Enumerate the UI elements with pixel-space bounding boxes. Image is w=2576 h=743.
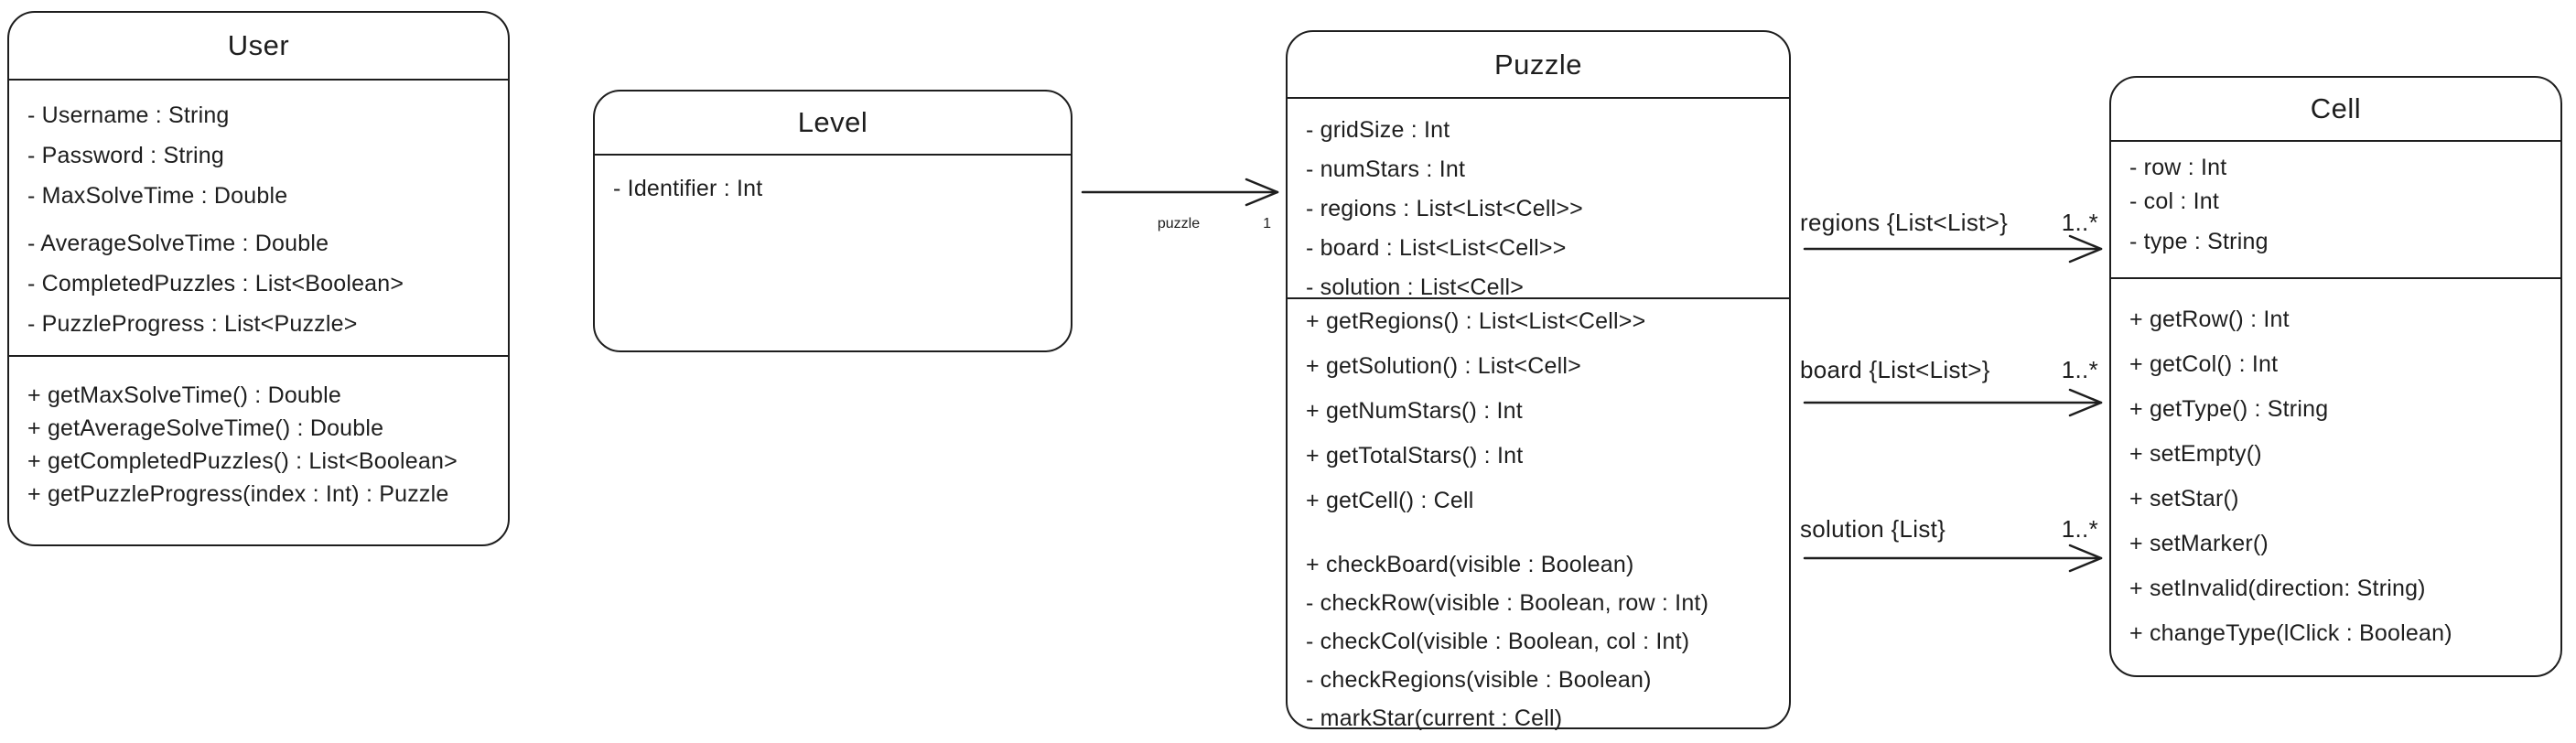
method-row: + getRow() : Int [2129, 307, 2290, 332]
attribute-row: - PuzzleProgress : List<Puzzle> [27, 310, 358, 337]
association-name: board {List<List>} [1800, 355, 1990, 383]
method-row: - checkRegions(visible : Boolean) [1306, 666, 1652, 693]
methods-section-cell: + getRow() : Int + getCol() : Int + getTyp… [2111, 279, 2560, 656]
attribute-row: - CompletedPuzzles : List<Boolean> [27, 270, 404, 296]
method-row: + checkBoard(visible : Boolean) [1306, 551, 1634, 577]
method-row: + setInvalid(direction: String) [2129, 576, 2426, 601]
association-arrow-puzzle-cell-solution [1803, 544, 2103, 573]
attribute-row: - numStars : Int [1306, 156, 1466, 182]
class-box-cell[interactable]: Cell - row : Int - col : Int - type : Stri… [2109, 76, 2562, 677]
association-label-regions: regions {List<List>} 1..* [1800, 207, 2098, 238]
attributes-section-user: - Username : String - Password : String - … [9, 81, 508, 357]
attribute-row: - row : Int [2129, 155, 2227, 180]
methods-section-puzzle: + getRegions() : List<List<Cell>> + getSo… [1288, 299, 1789, 738]
method-row: - checkRow(visible : Boolean, row : Int) [1306, 589, 1709, 616]
association-label-board: board {List<List>} 1..* [1800, 354, 2098, 385]
attribute-row: - Username : String [27, 102, 230, 128]
association-name: puzzle [1157, 216, 1201, 232]
attribute-row: - Password : String [27, 142, 224, 168]
attribute-row: - Identifier : Int [613, 175, 763, 201]
attribute-row: - MaxSolveTime : Double [27, 182, 288, 209]
association-name: regions {List<List>} [1800, 208, 2009, 236]
method-row: + getCompletedPuzzles() : List<Boolean> [27, 447, 458, 474]
attributes-section-puzzle: - gridSize : Int - numStars : Int - region… [1288, 99, 1789, 300]
method-row: + getCell() : Cell [1306, 488, 1474, 513]
method-row: + getPuzzleProgress(index : Int) : Puzzl… [27, 480, 449, 507]
association-multiplicity: 1..* [2061, 208, 2098, 236]
association-multiplicity: 1..* [2061, 355, 2098, 383]
method-row: + setEmpty() [2129, 441, 2262, 467]
association-arrow-level-puzzle [1081, 178, 1279, 207]
attribute-row: - regions : List<List<Cell>> [1306, 196, 1583, 221]
method-row: + setMarker() [2129, 531, 2269, 556]
attribute-row: - gridSize : Int [1306, 117, 1450, 143]
attribute-row: - col : Int [2129, 188, 2220, 214]
method-row: + getCol() : Int [2129, 351, 2279, 377]
association-multiplicity: 1 [1263, 216, 1271, 232]
attribute-row: - type : String [2129, 229, 2269, 254]
method-row: - checkCol(visible : Boolean, col : Int) [1306, 628, 1690, 654]
class-box-puzzle[interactable]: Puzzle - gridSize : Int- numStars : Int-… [1286, 30, 1791, 731]
methods-section-user: + getMaxSolveTime() : Double + getAverage… [9, 357, 508, 511]
attribute-row: - board : List<List<Cell>> [1306, 235, 1567, 261]
method-row: + getSolution() : List<Cell> [1306, 353, 1581, 379]
class-title-cell: Cell [2111, 78, 2560, 142]
class-box-user[interactable]: User - Username : String - Password : Str… [7, 11, 510, 546]
class-title-user: User [9, 13, 508, 81]
attributes-section-cell: - row : Int - col : Int - type : String [2111, 142, 2560, 279]
class-box-level[interactable]: Level - Identifier : Int [593, 90, 1072, 352]
method-row: + getNumStars() : Int [1306, 398, 1523, 424]
method-row: + getAverageSolveTime() : Double [27, 415, 384, 441]
attribute-row: - AverageSolveTime : Double [27, 230, 329, 256]
method-row: + getTotalStars() : Int [1306, 443, 1524, 468]
association-name: solution {List} [1800, 514, 1946, 543]
method-row: + setStar() [2129, 486, 2239, 511]
attributes-section-level: - Identifier : Int [595, 156, 1071, 209]
class-title-puzzle: Puzzle [1288, 32, 1789, 99]
method-row: + getMaxSolveTime() : Double [27, 382, 342, 408]
association-multiplicity: 1..* [2061, 514, 2098, 543]
association-label-solution: solution {List} 1..* [1800, 513, 2098, 544]
class-title-level: Level [595, 92, 1071, 156]
attribute-row: - solution : List<Cell> [1306, 275, 1525, 300]
association-arrow-puzzle-cell-board [1803, 388, 2103, 417]
association-arrow-puzzle-cell-regions [1803, 234, 2103, 264]
method-row: + getRegions() : List<List<Cell>> [1306, 308, 1646, 334]
method-row: - markStar(current : Cell) [1306, 705, 1563, 731]
method-row: + changeType(lClick : Boolean) [2129, 620, 2452, 646]
method-row: + getType() : String [2129, 396, 2329, 422]
